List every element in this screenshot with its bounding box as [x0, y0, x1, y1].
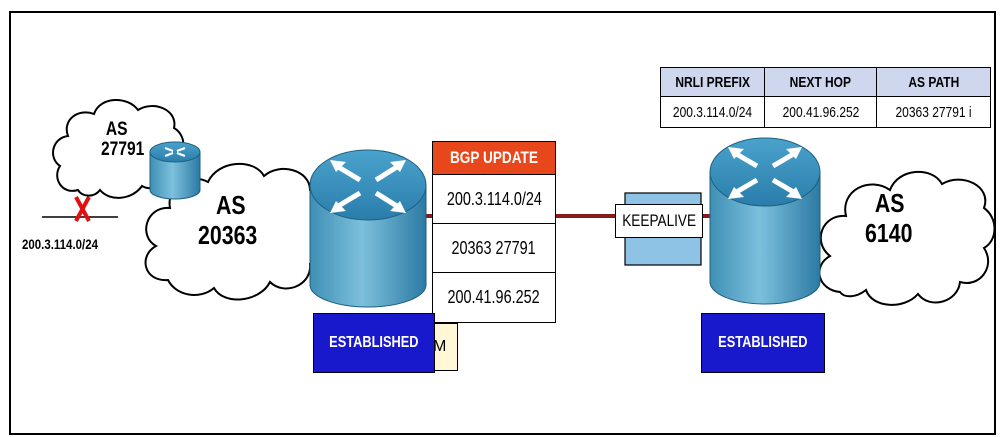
as-20363-label: AS 20363 [198, 190, 258, 250]
bgp-table-cell-as-path: 20363 27791 i [876, 96, 991, 128]
bgp-table-header-next-hop: NEXT HOP [764, 66, 877, 98]
bgp-update-nlri: 200.3.114.0/24 [433, 175, 555, 224]
bgp-table-cell-next-hop: 200.41.96.252 [764, 96, 877, 128]
bgp-table-row: 200.3.114.0/24 200.41.96.252 20363 27791… [660, 96, 991, 128]
diagram-frame [9, 11, 996, 435]
left-state-established: ESTABLISHED [313, 313, 435, 373]
right-state-established: ESTABLISHED [701, 313, 825, 373]
bgp-update-message: BGP UPDATE 200.3.114.0/24 20363 27791 20… [432, 141, 556, 323]
router-small-icon [149, 141, 201, 200]
withdraw-x-icon [74, 196, 91, 222]
bgp-table-header-as-path: AS PATH [876, 66, 991, 98]
bgp-table-cell-prefix: 200.3.114.0/24 [660, 96, 765, 128]
bgp-update-next-hop: 200.41.96.252 [447, 287, 541, 307]
bgp-table: NRLI PREFIX NEXT HOP AS PATH 200.3.114.0… [660, 66, 991, 128]
bgp-update-as-path: 20363 27791 [433, 224, 555, 273]
bgp-table-header-prefix: NRLI PREFIX [660, 66, 765, 98]
withdrawn-prefix-label: 200.3.114.0/24 [22, 236, 98, 252]
as-6140-label: AS 6140 [865, 188, 913, 248]
keepalive-message: KEEPALIVE [615, 204, 703, 238]
router-left-icon [309, 149, 427, 308]
bgp-update-header: BGP UPDATE [433, 142, 555, 175]
as-6140-cloud [818, 170, 996, 306]
bgp-table-header-row: NRLI PREFIX NEXT HOP AS PATH [660, 66, 991, 98]
router-right-icon [709, 137, 821, 305]
as-27791-label: AS 27791 [101, 119, 145, 160]
